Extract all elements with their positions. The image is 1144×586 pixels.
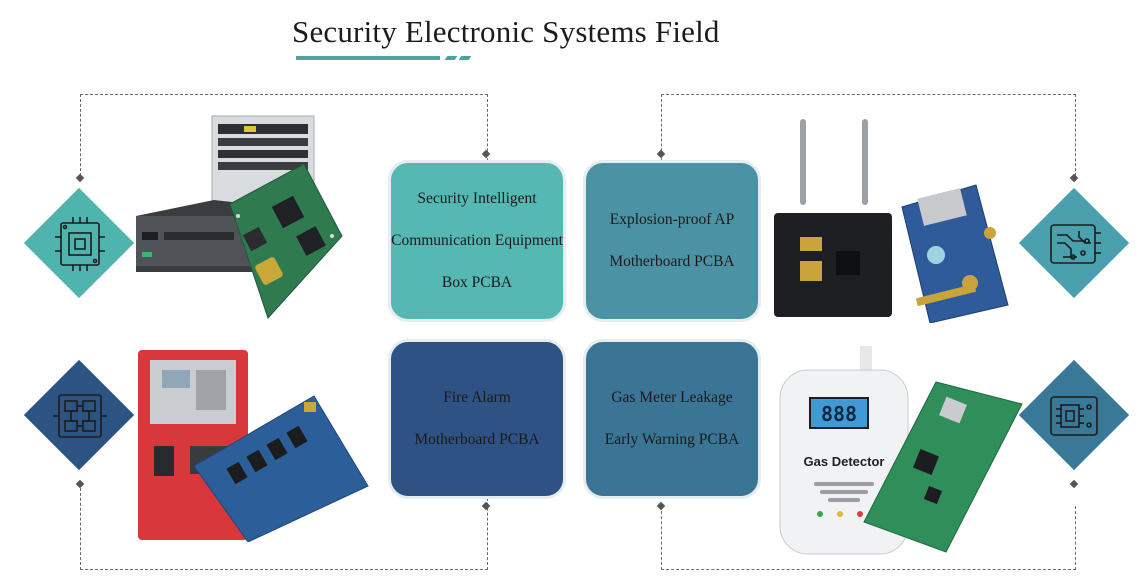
microchip-icon [1050,396,1098,436]
card-line: Motherboard PCBA [414,431,540,448]
card-line: Gas Meter Leakage [611,389,733,406]
gas-detector-photo: 888 Gas Detector [779,346,1023,555]
fire-alarm-photo [138,350,369,542]
title-underline-dash [458,56,472,60]
page-title: Security Electronic Systems Field [292,14,720,49]
frame-bottom-left [80,483,488,570]
title-underline [296,56,440,60]
security-box-photo [136,115,343,319]
circuit-icon [1050,224,1101,264]
frame-top-right [661,94,1076,181]
card-explosion-proof-ap: Explosion-proof AP Motherboard PCBA [583,160,761,322]
connector-dot [1069,479,1079,489]
title-underline-dash [444,56,458,60]
card-line: Explosion-proof AP [609,211,735,228]
card-security-intelligent: Security Intelligent Communication Equip… [388,160,566,322]
card-line: Motherboard PCBA [609,253,735,270]
frame-top-left [80,94,488,181]
chip-icon [55,217,105,271]
card-line: Early Warning PCBA [604,431,740,448]
card-line: Security Intelligent [417,190,537,207]
card-line: Fire Alarm [443,389,511,406]
card-line: Communication Equipment [391,232,563,249]
gas-detector-label: Gas Detector [804,454,885,469]
card-fire-alarm: Fire Alarm Motherboard PCBA [388,339,566,499]
gas-detector-display: 888 [821,402,857,426]
card-line: Box PCBA [441,274,513,291]
explosion-proof-ap-photo [774,119,1009,323]
board-icon [53,394,107,438]
card-gas-meter-leakage: Gas Meter Leakage Early Warning PCBA [583,339,761,499]
frame-bottom-right [661,506,1076,570]
